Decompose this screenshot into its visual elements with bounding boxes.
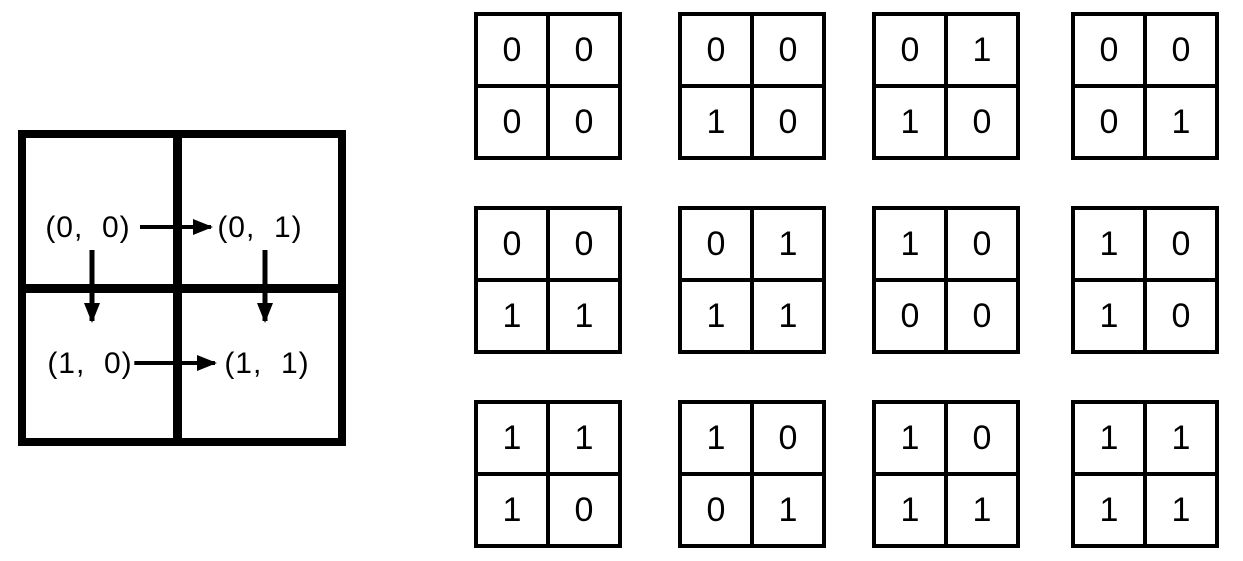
matrix-grid-10: 1 0 0 1 <box>678 400 826 548</box>
matrix-cell: 0 <box>478 16 548 86</box>
matrix-cell: 1 <box>682 404 752 474</box>
big-grid <box>18 130 346 446</box>
matrix-cell: 1 <box>946 474 1016 544</box>
matrix-cell: 0 <box>478 86 548 156</box>
matrix-grid-8: 1 0 1 0 <box>1071 206 1219 354</box>
cell-label-0-0: (0, 0) <box>43 211 133 245</box>
matrix-cell: 1 <box>478 404 548 474</box>
matrix-cell: 1 <box>1145 404 1215 474</box>
matrix-cell: 0 <box>752 86 822 156</box>
matrix-cell: 0 <box>1145 16 1215 86</box>
matrix-grid-12: 1 1 1 1 <box>1071 400 1219 548</box>
matrix-grid-5: 0 0 1 1 <box>474 206 622 354</box>
matrix-cell: 1 <box>548 404 618 474</box>
matrix-grid-1: 0 0 0 0 <box>474 12 622 160</box>
matrix-grid-9: 1 1 1 0 <box>474 400 622 548</box>
matrix-cell: 0 <box>478 210 548 280</box>
cell-label-0-1: (0, 1) <box>215 211 305 245</box>
matrix-cell: 0 <box>1145 210 1215 280</box>
grid-horizontal-divider <box>26 284 338 293</box>
matrix-cell: 1 <box>1075 210 1145 280</box>
matrix-grid-7: 1 0 0 0 <box>872 206 1020 354</box>
matrix-cell: 0 <box>1075 16 1145 86</box>
matrix-cell: 0 <box>548 16 618 86</box>
matrix-cell: 0 <box>752 16 822 86</box>
matrix-cell: 1 <box>1145 86 1215 156</box>
matrix-cell: 1 <box>946 16 1016 86</box>
cell-label-1-0: (1, 0) <box>45 347 135 381</box>
matrix-cell: 1 <box>682 86 752 156</box>
matrix-cell: 0 <box>682 210 752 280</box>
matrix-cell: 0 <box>548 474 618 544</box>
matrix-cell: 1 <box>876 210 946 280</box>
matrix-cell: 1 <box>682 280 752 350</box>
matrix-grid-2: 0 0 1 0 <box>678 12 826 160</box>
matrix-cell: 1 <box>876 86 946 156</box>
matrix-cell: 0 <box>1075 86 1145 156</box>
matrix-cell: 0 <box>946 280 1016 350</box>
matrix-cell: 0 <box>946 404 1016 474</box>
matrix-cell: 1 <box>1075 404 1145 474</box>
matrix-cell: 0 <box>946 210 1016 280</box>
matrix-cell: 1 <box>548 280 618 350</box>
matrix-grid-4: 0 0 0 1 <box>1071 12 1219 160</box>
matrix-cell: 1 <box>478 474 548 544</box>
matrix-cell: 0 <box>876 280 946 350</box>
matrix-cell: 0 <box>682 474 752 544</box>
matrix-cell: 0 <box>752 404 822 474</box>
matrix-cell: 1 <box>752 280 822 350</box>
matrix-grid-6: 0 1 1 1 <box>678 206 826 354</box>
matrix-grid-3: 0 1 1 0 <box>872 12 1020 160</box>
matrix-cell: 0 <box>682 16 752 86</box>
matrix-cell: 1 <box>752 474 822 544</box>
matrix-grid-11: 1 0 1 1 <box>872 400 1020 548</box>
matrix-cell: 1 <box>478 280 548 350</box>
matrix-cell: 0 <box>946 86 1016 156</box>
matrix-cell: 1 <box>876 474 946 544</box>
matrix-cell: 1 <box>752 210 822 280</box>
matrix-cell: 0 <box>1145 280 1215 350</box>
matrix-cell: 0 <box>548 86 618 156</box>
matrix-cell: 1 <box>1075 474 1145 544</box>
matrix-cell: 0 <box>876 16 946 86</box>
matrix-cell: 0 <box>548 210 618 280</box>
matrix-cell: 1 <box>876 404 946 474</box>
matrix-cell: 1 <box>1075 280 1145 350</box>
cell-label-1-1: (1, 1) <box>222 347 312 381</box>
matrix-cell: 1 <box>1145 474 1215 544</box>
